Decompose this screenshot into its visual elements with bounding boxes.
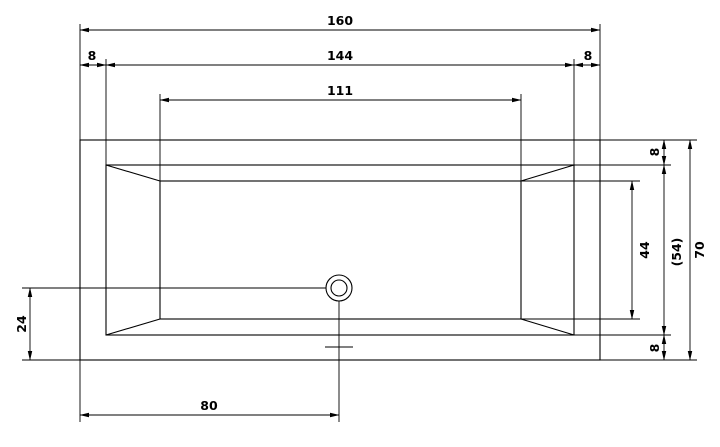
dim-label-inner-width: 144: [327, 48, 353, 63]
drain-icon: [22, 274, 353, 422]
tub-floor-rect: [159, 180, 522, 320]
dim-label-total-width: 160: [327, 13, 353, 28]
corner-slope-line: [105, 318, 161, 336]
tub-rim-inner-rect: [105, 164, 575, 336]
dim-label-total-depth: 70: [692, 241, 707, 259]
corner-slope-line: [105, 164, 161, 182]
dimension-floor-depth: 44: [629, 180, 652, 320]
dim-label-floor-width: 111: [327, 83, 353, 98]
dim-label-inner-depth: (54): [669, 238, 684, 267]
dimension-rim-top: 8: [647, 139, 667, 166]
dimension-rim-row: 8 144 8: [79, 48, 601, 165]
dim-label-floor-depth: 44: [637, 241, 652, 259]
dim-label-drain-from-bottom: 24: [14, 315, 29, 333]
dim-label-rim-right: 8: [584, 48, 593, 63]
dim-label-rim-left: 8: [88, 48, 97, 63]
corner-slope-line: [520, 164, 575, 182]
dim-label-rim-top: 8: [647, 148, 662, 157]
dimension-total-depth: 70: [687, 139, 707, 361]
right-extension-lines: [521, 139, 697, 361]
dimension-total-width: 160: [79, 13, 601, 140]
dim-label-drain-from-left: 80: [200, 398, 218, 413]
tub-body: [79, 139, 601, 361]
dimension-rim-bottom: 8: [647, 334, 667, 361]
dimension-floor-width: 111: [159, 83, 522, 181]
dim-label-rim-bottom: 8: [647, 344, 662, 353]
dimension-drain-from-left: 80: [79, 360, 340, 422]
drain-outer-circle: [325, 274, 353, 302]
tub-outer-rect: [79, 139, 601, 361]
corner-slope-line: [520, 318, 575, 336]
drain-inner-circle: [330, 279, 348, 297]
dimension-drain-from-bottom: 24: [14, 287, 80, 361]
dimension-inner-depth: (54): [661, 164, 684, 336]
